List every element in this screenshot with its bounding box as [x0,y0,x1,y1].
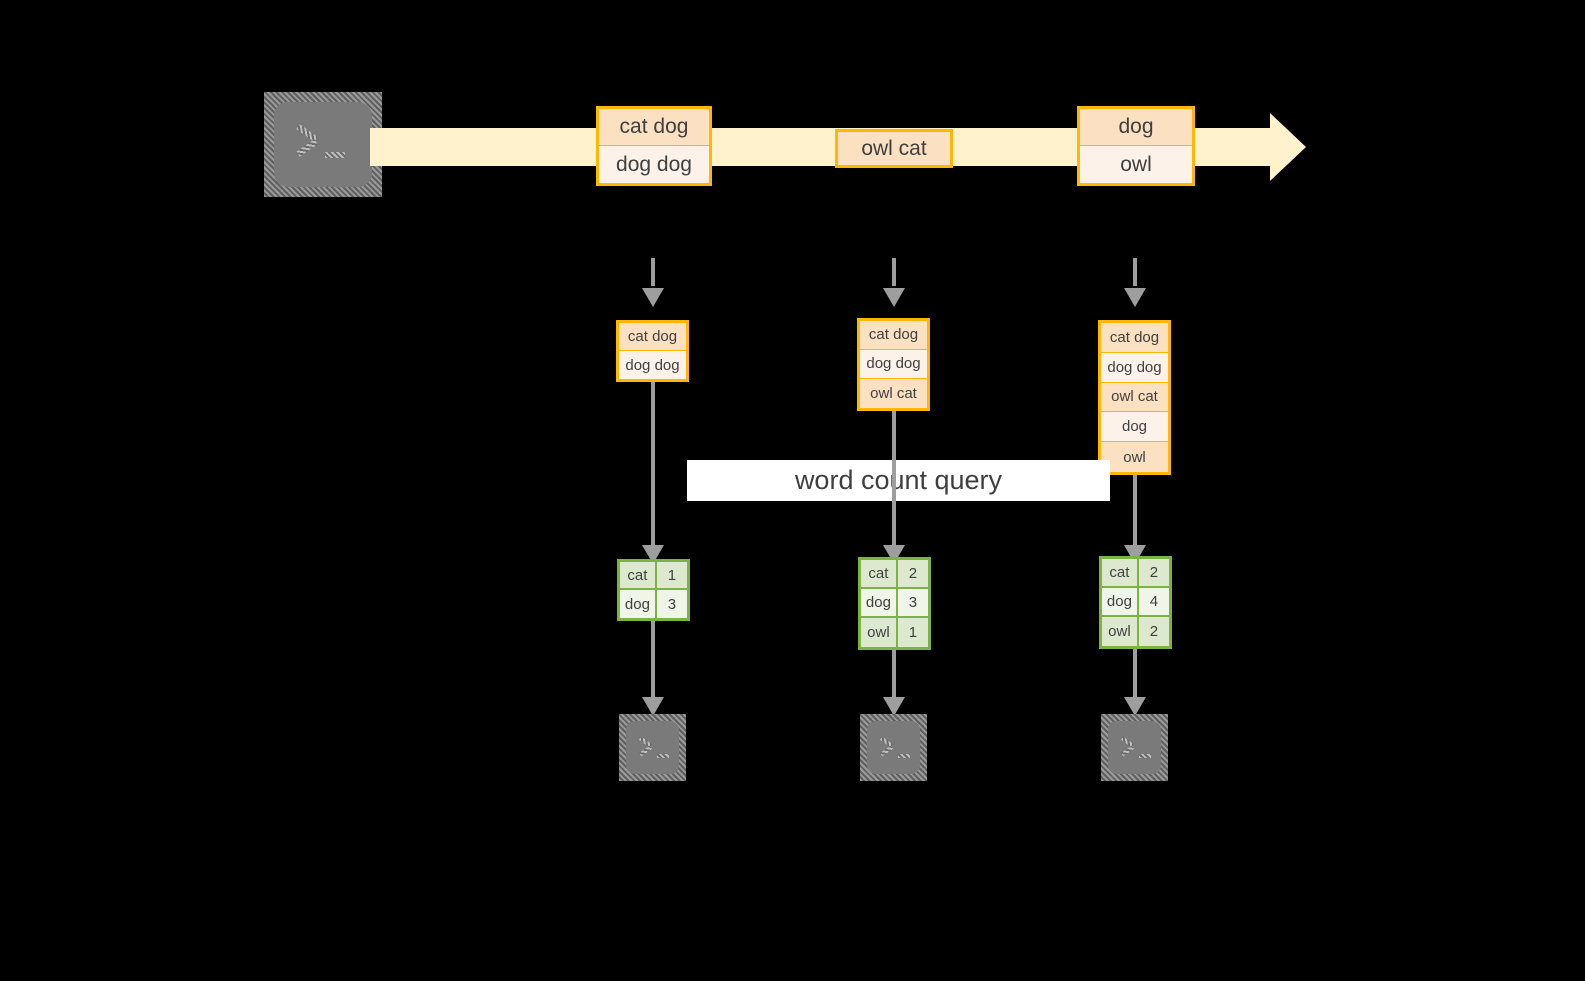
snapshot-line: dog dog [1101,352,1168,383]
snapshot-box-3: cat dog dog dog owl cat dog owl [1098,320,1171,475]
dashed-arrowhead-3-icon [1124,288,1146,307]
snapshot-box-1: cat dog dog dog [616,320,689,382]
table-row: owl 2 [1102,616,1169,646]
source-terminal-icon [264,92,382,197]
dashed-arrowhead-2-icon [883,288,905,307]
query-label: word count query [687,460,1110,501]
query-connector-1 [651,382,655,547]
sink-arrowhead-3-icon [1124,697,1146,716]
table-cell-word: dog [861,588,898,616]
table-cell-count: 2 [1138,559,1169,586]
record-line: owl [1080,146,1192,183]
terminal-underscore-icon [657,754,669,758]
stream-record-3: dog owl [1077,106,1195,186]
stream-arrowhead-icon [1270,113,1306,181]
table-cell-count: 1 [897,617,928,647]
table-cell-count: 2 [1138,616,1169,646]
terminal-chevron-lower-icon [296,139,318,157]
table-cell-word: dog [620,590,657,618]
table-row: cat 1 [620,562,687,590]
snapshot-line: cat dog [1101,323,1168,353]
terminal-chevron-lower-icon [1121,745,1134,757]
snapshot-line: cat dog [619,323,686,351]
terminal-face [1108,721,1161,774]
table-row: dog 3 [620,590,687,618]
table-row: cat 2 [1102,559,1169,588]
record-line: cat dog [599,109,709,146]
terminal-face [867,721,920,774]
result-table-3: cat 2 dog 4 owl 2 [1099,556,1172,649]
terminal-underscore-icon [325,152,345,158]
sink-connector-3 [1133,649,1137,699]
sink-arrowhead-2-icon [883,697,905,716]
table-cell-word: cat [861,560,898,587]
snapshot-line: owl [1101,442,1168,472]
sink-connector-1 [651,621,655,699]
record-line: dog [1080,109,1192,146]
table-row: dog 3 [861,588,928,618]
table-row: cat 2 [861,560,928,589]
terminal-underscore-icon [1139,754,1151,758]
terminal-chevron-lower-icon [639,745,652,757]
table-cell-word: owl [1102,616,1139,646]
terminal-face [626,721,679,774]
snapshot-box-2: cat dog dog dog owl cat [857,318,930,411]
sink-connector-2 [892,650,896,699]
result-table-2: cat 2 dog 3 owl 1 [858,557,931,650]
stream-record-1: cat dog dog dog [596,106,712,186]
table-row: dog 4 [1102,587,1169,617]
dashed-arrowhead-1-icon [642,288,664,307]
table-cell-count: 1 [656,562,687,588]
table-cell-count: 4 [1138,587,1169,615]
sink-arrowhead-1-icon [642,697,664,716]
snapshot-line: dog dog [619,351,686,379]
table-cell-count: 3 [656,590,687,618]
table-cell-word: dog [1102,587,1139,615]
snapshot-line: cat dog [860,321,927,350]
terminal-face [274,102,372,187]
dashed-connector-1 [651,258,655,286]
table-cell-word: cat [620,562,657,588]
table-row: owl 1 [861,617,928,647]
record-line: owl cat [838,132,950,165]
terminal-underscore-icon [898,754,910,758]
record-line: dog dog [599,146,709,183]
table-cell-word: cat [1102,559,1139,586]
table-cell-count: 3 [897,588,928,616]
result-table-1: cat 1 dog 3 [617,559,690,621]
snapshot-line: dog [1101,412,1168,443]
stream-record-2: owl cat [835,129,953,168]
snapshot-line: dog dog [860,349,927,379]
sink-terminal-icon-3 [1101,714,1168,781]
query-connector-2 [892,411,896,547]
table-cell-count: 2 [897,560,928,587]
dashed-connector-2 [892,258,896,286]
dashed-connector-3 [1133,258,1137,286]
snapshot-line: owl cat [860,378,927,408]
terminal-chevron-lower-icon [880,745,893,757]
sink-terminal-icon-2 [860,714,927,781]
sink-terminal-icon-1 [619,714,686,781]
query-connector-3 [1133,475,1137,547]
table-cell-word: owl [861,617,898,647]
snapshot-line: owl cat [1101,382,1168,413]
